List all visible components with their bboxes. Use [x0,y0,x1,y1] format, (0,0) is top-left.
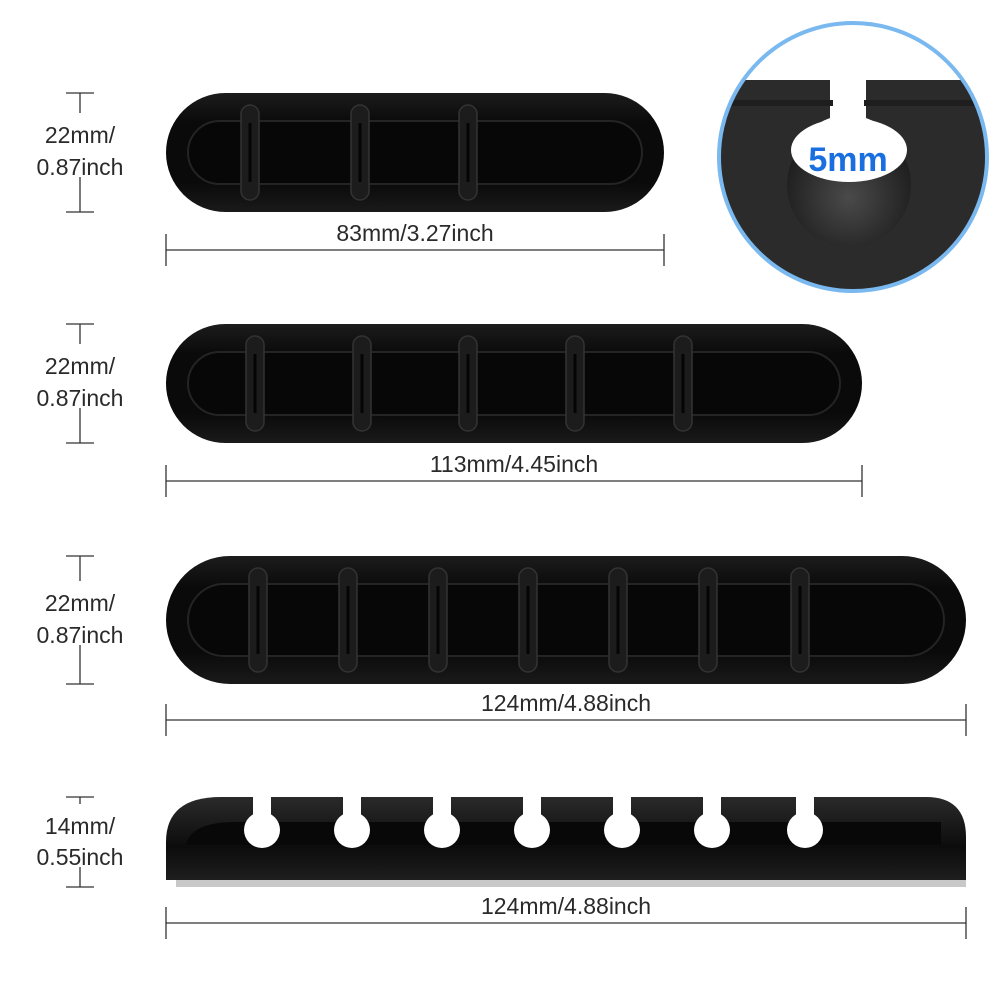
width-label: 124mm/4.88inch [481,893,651,919]
width-dimension: 124mm/4.88inch [165,893,967,939]
slot-opening [523,795,541,817]
height-label-inch: 0.87inch [37,154,124,180]
slot-opening [796,795,814,817]
cable-hole [334,812,370,848]
cable-hole [244,812,280,848]
organizer-channel [186,822,941,845]
height-label-mm: 22mm/ [45,590,116,616]
height-label-mm: 22mm/ [45,122,116,148]
cable-hole [424,812,460,848]
cable-organizer-3: 124mm/4.88inch 22mm/0.87inch [37,555,967,736]
organizer-channel [187,583,945,657]
height-label-inch: 0.87inch [37,622,124,648]
cable-organizer-1: 83mm/3.27inch 22mm/0.87inch [37,92,665,266]
organizer-channel [187,351,841,416]
height-label-inch: 0.87inch [37,385,124,411]
slot-opening [433,795,451,817]
width-label: 83mm/3.27inch [336,220,493,246]
slot-opening [703,795,721,817]
height-dimension: 14mm/0.55inch [37,796,124,888]
height-dimension: 22mm/0.87inch [37,92,124,213]
width-label: 124mm/4.88inch [481,690,651,716]
width-label: 113mm/4.45inch [430,451,598,477]
cable-hole [514,812,550,848]
height-dimension: 22mm/0.87inch [37,555,124,685]
width-dimension: 83mm/3.27inch [165,220,665,266]
width-dimension: 113mm/4.45inch [165,451,863,497]
slot-opening [613,795,631,817]
cable-organizer-4: 124mm/4.88inch 14mm/0.55inch [37,795,967,939]
cable-organizer-2: 113mm/4.45inch 22mm/0.87inch [37,323,863,497]
slot-size-label: 5mm [808,141,887,179]
height-dimension: 22mm/0.87inch [37,323,124,444]
height-label-inch: 0.55inch [37,844,124,870]
cable-hole [604,812,640,848]
cable-hole [694,812,730,848]
cable-hole [787,812,823,848]
inset-ring [717,21,989,293]
slot-size-inset: 5mm [717,21,989,293]
adhesive-base [176,878,966,887]
width-dimension: 124mm/4.88inch [165,690,967,736]
height-label-mm: 22mm/ [45,353,116,379]
slot-opening [253,795,271,817]
height-label-mm: 14mm/ [45,813,116,839]
slot-opening [343,795,361,817]
organizer-channel [187,120,643,185]
